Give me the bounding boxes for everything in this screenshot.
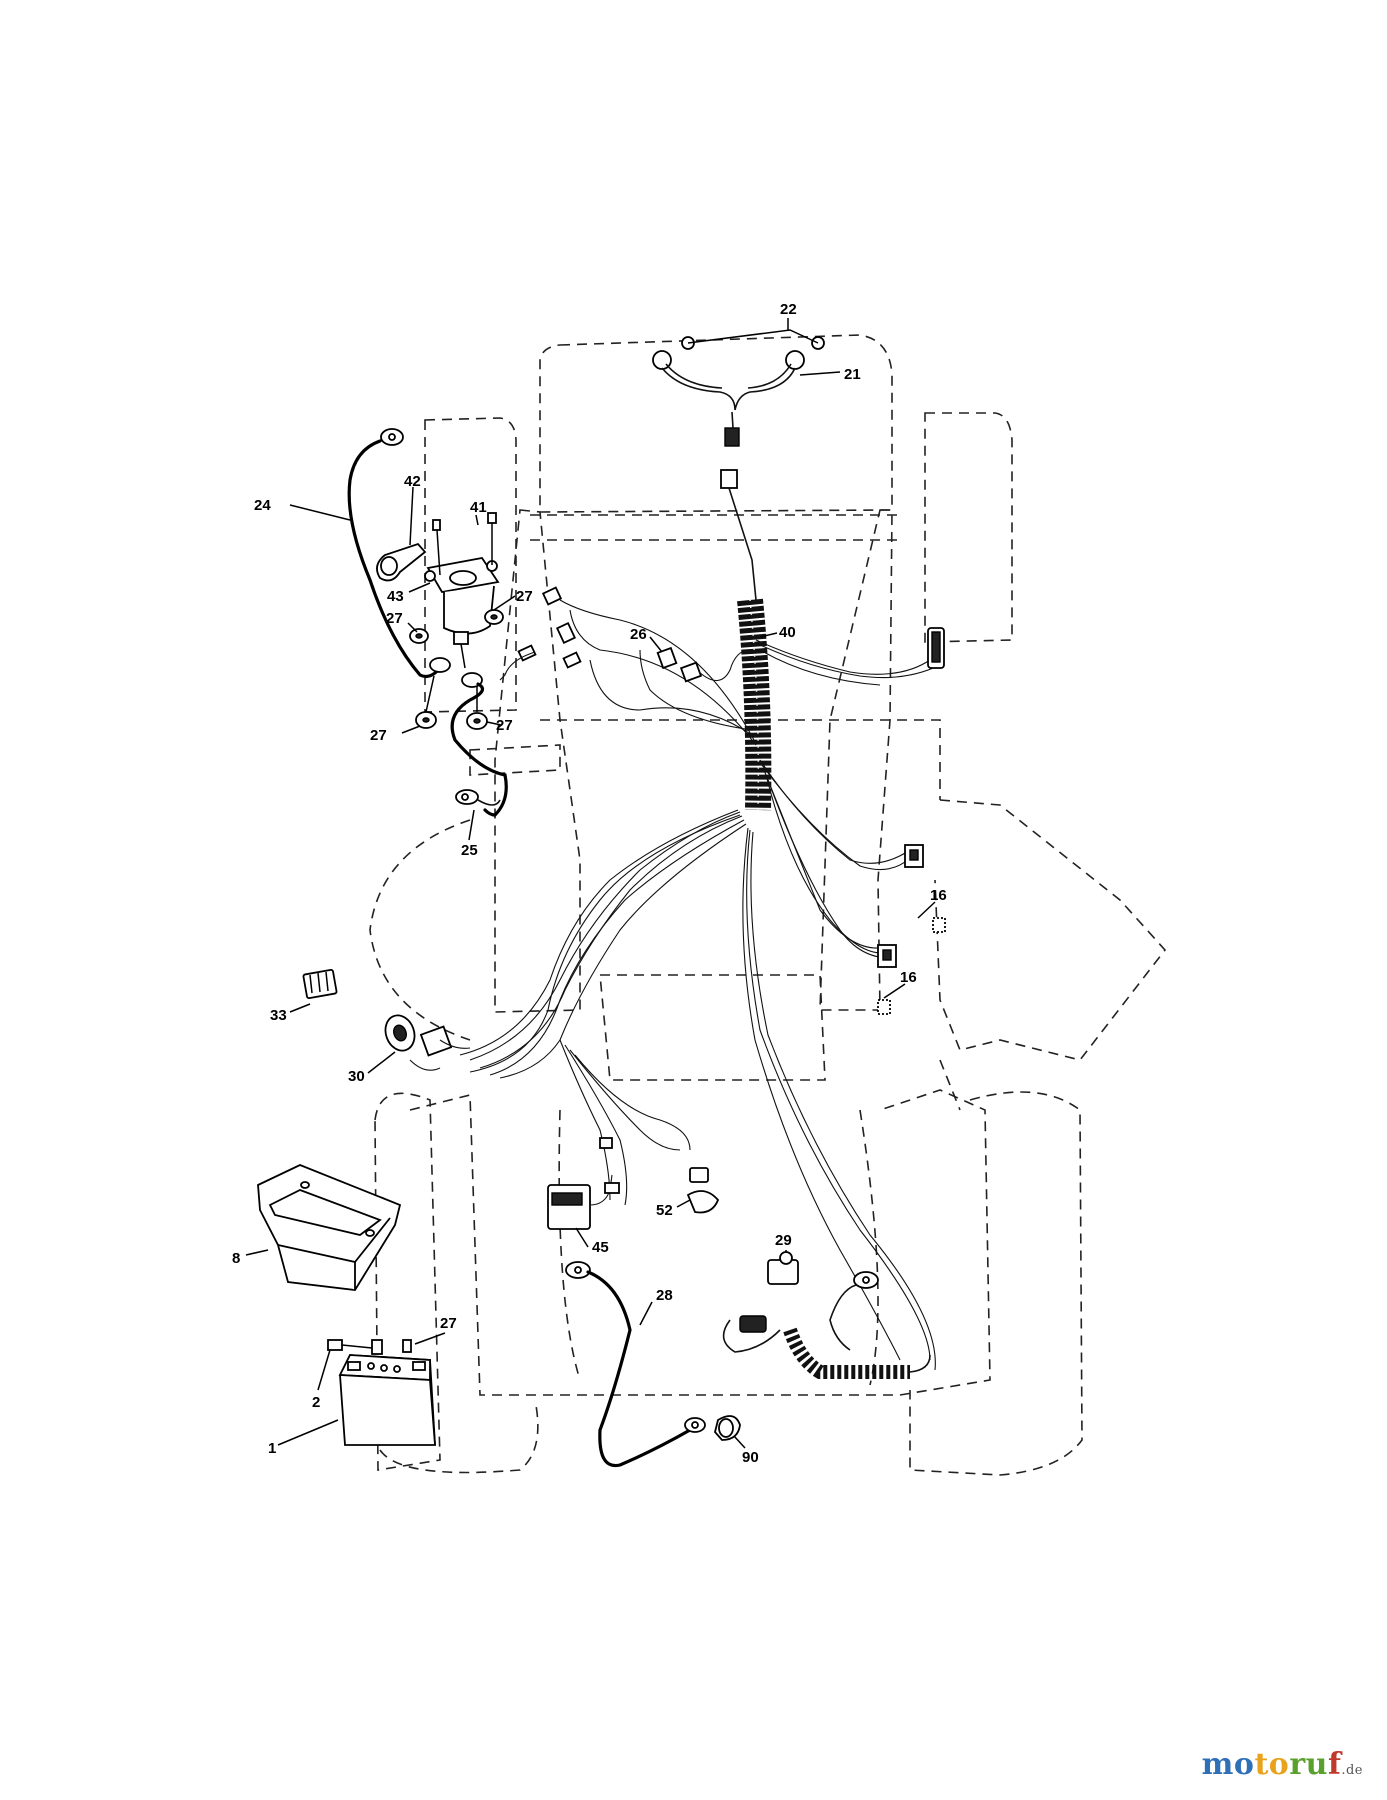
callout-43: 43 [387,588,404,605]
callout-2: 2 [312,1394,320,1411]
connector-26 [656,646,751,683]
leader-lines [245,318,936,1449]
terminal-clips [499,586,582,681]
callout-45: 45 [592,1239,609,1256]
callout-42: 42 [404,473,421,490]
watermark-part-1: mo [1201,1747,1255,1782]
watermark-part-4: f [1327,1747,1342,1782]
headlight-assembly [652,336,825,601]
callout-16-b: 16 [900,969,917,986]
watermark-part-2: to [1254,1747,1290,1782]
boot-90 [714,1415,741,1441]
ground-ring-terminal [829,1271,879,1351]
callout-27-d: 27 [496,717,513,734]
solenoid-43 [424,512,500,669]
callout-labels: 22 21 24 42 41 43 27 27 27 27 26 40 25 1… [232,301,947,1466]
connector-16 [877,844,946,1015]
callout-33: 33 [270,1007,287,1024]
switch-29 [722,1251,799,1353]
callout-52: 52 [656,1202,673,1219]
hour-meter-45 [547,1174,620,1230]
callout-22: 22 [780,301,797,318]
callout-21: 21 [844,366,861,383]
callout-24: 24 [254,497,271,514]
watermark-suffix: .de [1341,1763,1363,1778]
battery-1 [338,1354,436,1446]
callout-27-b: 27 [386,610,403,627]
connector-52 [599,1137,720,1214]
callout-40: 40 [779,624,796,641]
callout-27-a: 27 [516,588,533,605]
cable-28 [565,1261,706,1468]
plug-33 [302,968,338,1000]
chassis-outline [369,334,1167,1476]
callout-16-a: 16 [930,887,947,904]
right-connector [927,627,945,669]
coil-cord [783,1327,931,1379]
battery-box-8 [257,1164,402,1291]
watermark-part-3: ru [1289,1747,1328,1782]
ignition-switch-30 [384,1014,471,1071]
bolts-2-27 [327,1339,412,1355]
callout-27-c: 27 [370,727,387,744]
callout-1: 1 [268,1440,276,1457]
main-harness-sleeve [737,598,772,811]
callout-8: 8 [232,1250,240,1267]
boot-42 [376,542,427,582]
watermark-logo: motoruf.de [1202,1747,1363,1782]
callout-27-e: 27 [440,1315,457,1332]
callout-90: 90 [742,1449,759,1466]
cable-25 [450,672,508,817]
callout-26: 26 [630,626,647,643]
callout-41: 41 [470,499,487,516]
nuts-27 [409,609,504,730]
harness-wires [459,599,941,1371]
battery-cable-24 [347,428,451,679]
callout-25: 25 [461,842,478,859]
callout-28: 28 [656,1287,673,1304]
callout-29: 29 [775,1232,792,1249]
callout-30: 30 [348,1068,365,1085]
